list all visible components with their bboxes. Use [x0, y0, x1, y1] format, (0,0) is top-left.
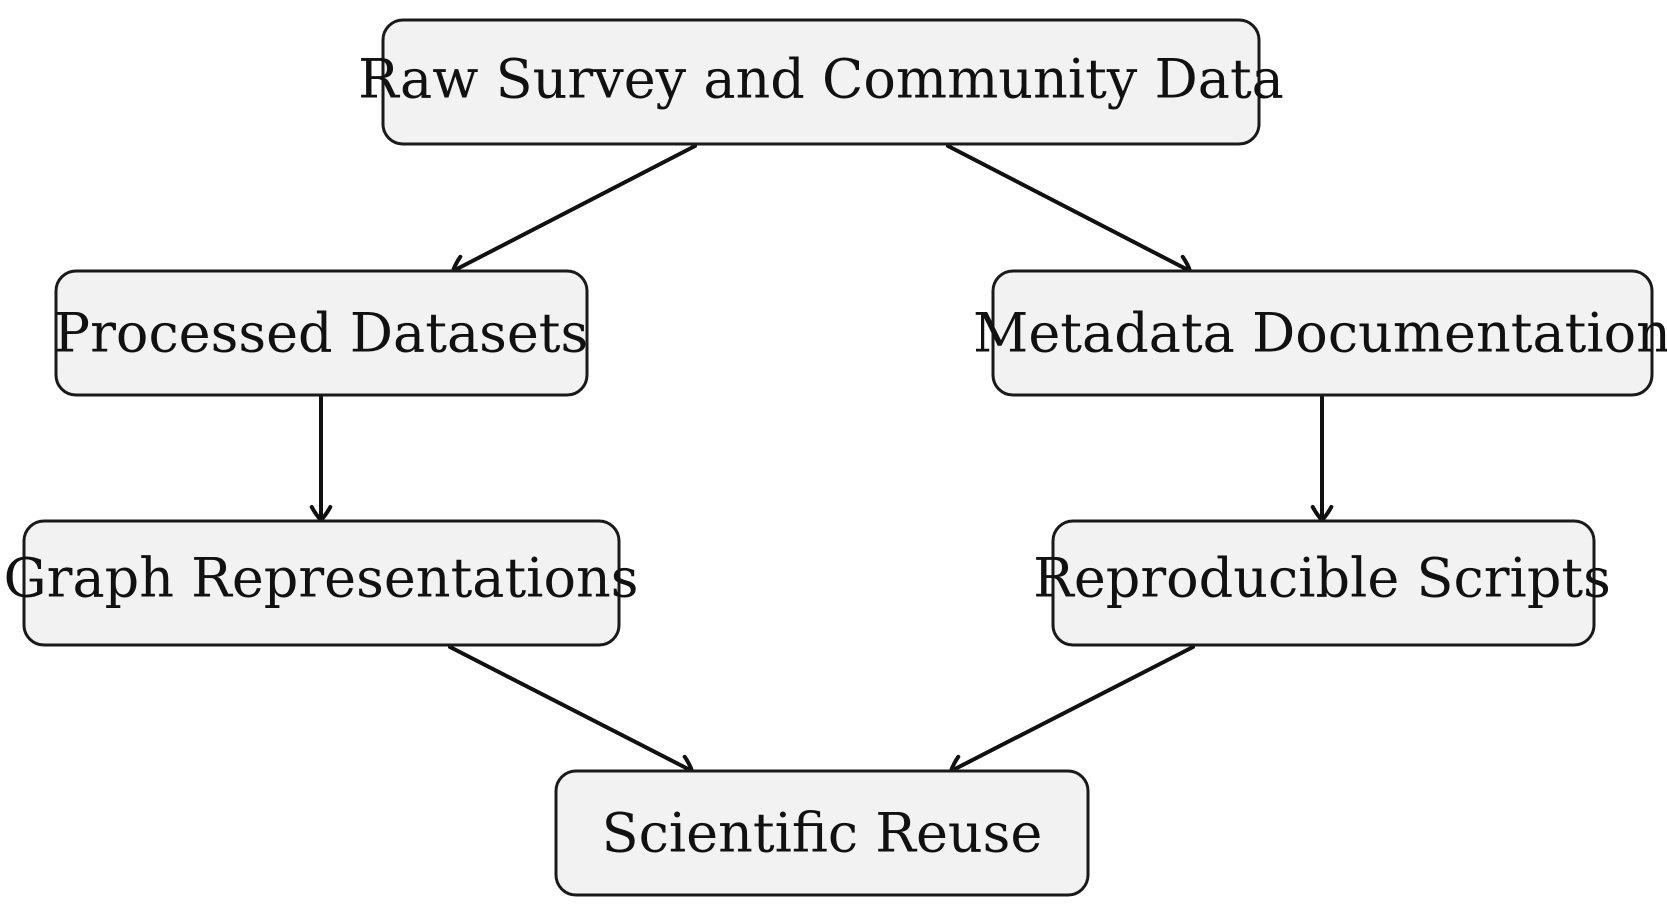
node-label-reuse: Scientific Reuse	[602, 802, 1043, 865]
node-label-graph: Graph Representations	[4, 547, 639, 610]
edge-line	[946, 144, 1192, 273]
edge-line	[949, 645, 1195, 773]
node-scientific-reuse: Scientific Reuse	[554, 769, 1090, 897]
node-processed-datasets: Processed Datasets	[54, 269, 589, 397]
node-box-processed	[54, 269, 589, 397]
edge-graph-to-reuse	[448, 645, 694, 776]
edge-raw-to-metadata	[946, 144, 1192, 276]
edge-line	[451, 144, 697, 273]
node-metadata-documentation: Metadata Documentation	[973, 269, 1667, 397]
edge-scripts-to-reuse	[949, 645, 1195, 776]
node-box-reuse	[554, 769, 1090, 897]
edges-layer	[309, 144, 1334, 776]
edge-metadata-to-scripts	[1310, 395, 1334, 522]
node-graph-representations: Graph Representations	[4, 519, 639, 647]
node-reproducible-scripts: Reproducible Scripts	[1033, 519, 1611, 647]
node-label-processed: Processed Datasets	[54, 302, 588, 365]
node-box-metadata	[991, 269, 1654, 397]
edge-processed-to-graph	[309, 395, 333, 522]
node-box-raw	[381, 18, 1261, 146]
node-label-metadata: Metadata Documentation	[973, 302, 1667, 365]
node-box-scripts	[1051, 519, 1596, 647]
node-box-graph	[22, 519, 621, 647]
edge-line	[448, 645, 694, 773]
node-label-scripts: Reproducible Scripts	[1033, 547, 1611, 610]
node-raw-survey-and-community-data: Raw Survey and Community Data	[358, 18, 1284, 146]
edge-raw-to-processed	[451, 144, 697, 276]
node-label-raw: Raw Survey and Community Data	[358, 48, 1284, 111]
